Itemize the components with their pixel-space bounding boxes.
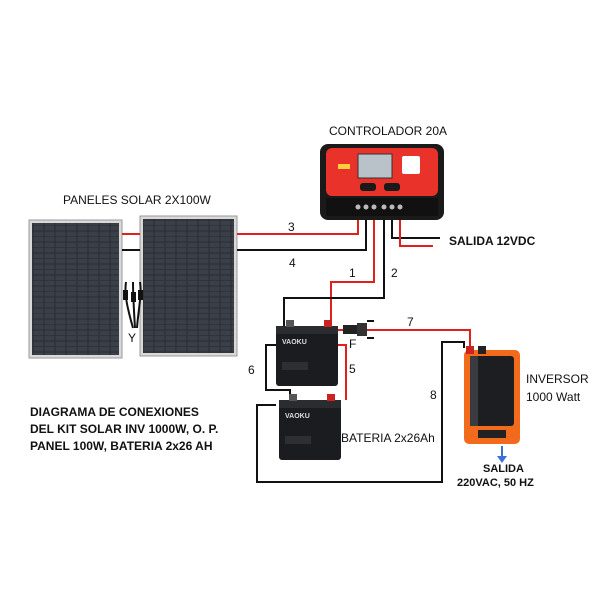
caption-line-2: DEL KIT SOLAR INV 1000W, O. P. — [30, 422, 219, 436]
wire-dc-out-positive — [399, 220, 433, 247]
caption-line-3: PANEL 100W, BATERIA 2x26 AH — [30, 439, 213, 453]
battery-top — [276, 320, 338, 386]
dc-output-label: SALIDA 12VDC — [449, 234, 536, 248]
wire-8 — [256, 341, 465, 483]
wire-number-7: 7 — [407, 315, 414, 329]
wire-4 — [237, 220, 367, 251]
panels-label: PANELES SOLAR 2X100W — [63, 193, 211, 207]
down-arrow-icon — [497, 446, 507, 463]
wire-number-1: 1 — [349, 266, 356, 280]
battery-top-brand: VAOKU — [282, 339, 307, 346]
battery-label: BATERIA 2x26Ah — [341, 431, 435, 445]
diagram-caption: DIAGRAMA DE CONEXIONES DEL KIT SOLAR INV… — [30, 404, 218, 455]
wire-2 — [283, 220, 385, 326]
fuse-label: F — [349, 337, 357, 351]
wire-6 — [265, 344, 291, 400]
y-connector-label: Y — [128, 331, 137, 345]
wire-7 — [331, 329, 471, 348]
wire-number-5: 5 — [349, 362, 356, 376]
wire-1 — [330, 220, 375, 326]
wire-number-6: 6 — [248, 363, 255, 377]
inverter-label: INVERSOR — [526, 372, 589, 386]
ac-output-label: SALIDA — [483, 463, 524, 475]
wire-5 — [336, 344, 347, 400]
battery-bottom — [279, 394, 341, 460]
solar-panel-left — [28, 219, 123, 359]
wire-number-4: 4 — [289, 256, 296, 270]
wire-number-3: 3 — [288, 220, 295, 234]
wire-number-8: 8 — [430, 388, 437, 402]
solar-panel-right — [139, 215, 238, 357]
wire-3 — [237, 220, 359, 235]
controller-label: CONTROLADOR 20A — [329, 124, 448, 138]
fuse-holder — [343, 320, 374, 339]
y-connector-cable — [123, 281, 143, 329]
charge-controller — [320, 144, 444, 220]
wire-dc-out-negative — [391, 220, 440, 239]
ac-output-spec-label: 220VAC, 50 HZ — [457, 477, 534, 489]
wire-number-2: 2 — [391, 266, 398, 280]
inverter-watt-label: 1000 Watt — [526, 390, 581, 404]
inverter — [464, 346, 520, 444]
caption-line-1: DIAGRAMA DE CONEXIONES — [30, 405, 199, 419]
battery-bottom-brand: VAOKU — [285, 413, 310, 420]
